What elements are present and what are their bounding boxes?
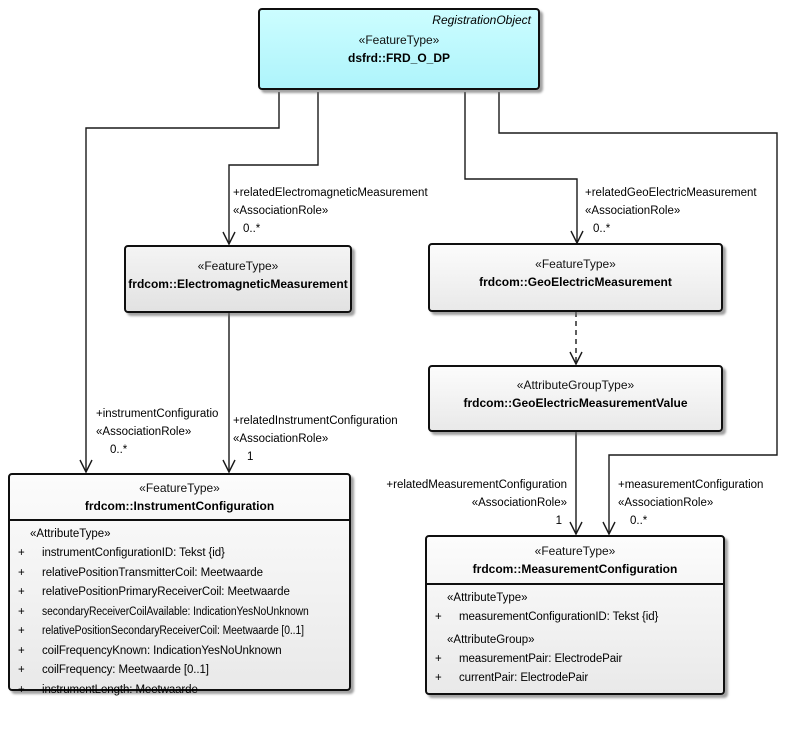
class-stereotype: «AttributeGroupType»	[516, 378, 635, 392]
attribute-row: + coilFrequency: Meetwaarde [0..1]	[16, 661, 347, 681]
association-label-related-measurement-configuration: +relatedMeasurementConfiguration «Associ…	[386, 476, 567, 530]
visibility-marker: +	[435, 652, 442, 665]
role-stereotype: «AssociationRole»	[585, 205, 681, 217]
attribute-row: + instrumentLength: Meetwaarde	[16, 681, 347, 701]
visibility-marker: +	[18, 566, 25, 579]
class-name: frdcom::MeasurementConfiguration	[472, 561, 678, 576]
arrowhead-icon	[222, 231, 236, 246]
visibility-marker: +	[18, 586, 25, 598]
role-stereotype: «AssociationRole»	[618, 497, 714, 509]
class-box-instrument-configuration[interactable]: «FeatureType» frdcom::InstrumentConfigur…	[8, 473, 351, 696]
attribute-text: coilFrequencyKnown: IndicationYesNoUnkno…	[42, 644, 282, 657]
section-heading: «AttributeGroup»	[447, 633, 535, 646]
attribute-text: relativePositionPrimaryReceiverCoil: Mee…	[42, 586, 290, 598]
class-box-electromagnetic-measurement[interactable]: «FeatureType» frdcom::ElectromagneticMea…	[124, 245, 352, 313]
section-heading: «AttributeType»	[30, 528, 111, 540]
association-label-related-electromagnetic: +relatedElectromagneticMeasurement «Asso…	[233, 184, 428, 238]
association-frd-to-electromagnetic-measurement	[228, 92, 319, 244]
multiplicity: 0..*	[593, 223, 611, 235]
arrowhead-icon	[222, 459, 236, 474]
attribute-row: + relativePositionSecondaryReceiverCoil:…	[16, 622, 347, 642]
role-stereotype: «AssociationRole»	[233, 433, 329, 445]
arrowhead-icon	[602, 521, 616, 536]
class-box-geoelectric-measurement[interactable]: «FeatureType» frdcom::GeoElectricMeasure…	[428, 243, 723, 312]
attribute-text: currentPair: ElectrodePair	[459, 672, 589, 684]
attribute-compartment: «AttributeType» + instrumentConfiguratio…	[10, 521, 349, 702]
class-box-measurement-configuration[interactable]: «FeatureType» frdcom::MeasurementConfigu…	[425, 535, 725, 695]
visibility-marker: +	[18, 547, 25, 559]
attribute-row: + measurementConfigurationID: Tekst {id}	[433, 608, 721, 628]
visibility-marker: +	[18, 644, 25, 657]
arrowhead-icon	[569, 521, 583, 536]
role-stereotype: «AssociationRole»	[471, 497, 567, 509]
association-label-instrument-configuration: +instrumentConfiguratio «AssociationRole…	[96, 405, 218, 459]
class-stereotype: «FeatureType»	[139, 480, 220, 495]
class-stereotype: «FeatureType»	[534, 543, 616, 558]
class-box-frd-o-dp[interactable]: RegistrationObject «FeatureType» dsfrd::…	[258, 8, 540, 90]
role-name: +relatedMeasurementConfiguration	[386, 479, 567, 491]
multiplicity: 0..*	[110, 444, 128, 456]
class-name: dsfrd::FRD_O_DP	[347, 50, 450, 65]
attribute-text: coilFrequency: Meetwaarde [0..1]	[42, 664, 209, 676]
attribute-row: + measurementPair: ElectrodePair	[433, 650, 721, 670]
class-name: frdcom::GeoElectricMeasurement	[479, 275, 672, 289]
attribute-row: + currentPair: ElectrodePair	[433, 669, 721, 689]
compartment-divider	[10, 519, 349, 521]
association-frd-to-measurement-configuration	[498, 92, 778, 534]
arrowhead-icon	[79, 459, 93, 474]
attribute-text: measurementConfigurationID: Tekst {id}	[459, 611, 659, 623]
class-stereotype: «FeatureType»	[197, 258, 279, 273]
attribute-row: + relativePositionTransmitterCoil: Meetw…	[16, 564, 347, 584]
multiplicity: 1	[247, 451, 254, 463]
role-name: +measurementConfiguration	[618, 479, 764, 491]
association-label-measurement-configuration: +measurementConfiguration «AssociationRo…	[618, 476, 763, 530]
visibility-marker: +	[18, 625, 25, 637]
attribute-text: relativePositionTransmitterCoil: Meetwaa…	[42, 566, 263, 579]
class-name: frdcom::GeoElectricMeasurementValue	[463, 396, 688, 410]
section-heading: «AttributeType»	[447, 592, 528, 604]
visibility-marker: +	[18, 683, 25, 696]
attribute-text: instrumentLength: Meetwaarde	[42, 683, 198, 696]
role-name: +relatedInstrumentConfiguration	[233, 415, 398, 427]
arrowhead-icon	[569, 351, 583, 366]
visibility-marker: +	[435, 672, 442, 684]
class-stereotype: «FeatureType»	[535, 257, 616, 271]
attribute-text: relativePositionSecondaryReceiverCoil: M…	[42, 625, 304, 637]
attribute-compartment: «AttributeType» + measurementConfigurati…	[427, 585, 723, 691]
role-stereotype: «AssociationRole»	[96, 426, 192, 438]
attribute-text: measurementPair: ElectrodePair	[459, 652, 623, 665]
class-stereotype: «FeatureType»	[358, 32, 440, 47]
compartment-divider	[427, 583, 723, 585]
association-label-related-geoelectric: +relatedGeoElectricMeasurement «Associat…	[585, 184, 757, 238]
class-name: frdcom::ElectromagneticMeasurement	[128, 276, 348, 291]
role-name: +relatedElectromagneticMeasurement	[233, 187, 428, 199]
visibility-marker: +	[18, 605, 25, 618]
attribute-row: + coilFrequencyKnown: IndicationYesNoUnk…	[16, 642, 347, 662]
class-box-geoelectric-measurement-value[interactable]: «AttributeGroupType» frdcom::GeoElectric…	[428, 365, 723, 432]
attribute-row: + instrumentConfigurationID: Tekst {id}	[16, 544, 347, 564]
class-annotation: RegistrationObject	[432, 13, 531, 27]
multiplicity: 0..*	[630, 515, 648, 527]
attribute-text: instrumentConfigurationID: Tekst {id}	[42, 547, 225, 559]
role-stereotype: «AssociationRole»	[233, 205, 329, 217]
role-name: +instrumentConfiguratio	[96, 408, 219, 420]
visibility-marker: +	[18, 664, 25, 676]
class-name: frdcom::InstrumentConfiguration	[84, 498, 275, 513]
role-name: +relatedGeoElectricMeasurement	[585, 187, 757, 199]
visibility-marker: +	[435, 611, 442, 623]
association-frd-to-geoelectric-measurement	[464, 92, 578, 243]
attribute-row: + relativePositionPrimaryReceiverCoil: M…	[16, 583, 347, 603]
attribute-text: secondaryReceiverCoilAvailable: Indicati…	[42, 605, 309, 618]
association-label-related-instrument-configuration: +relatedInstrumentConfiguration «Associa…	[233, 412, 398, 466]
multiplicity: 0..*	[243, 223, 261, 235]
association-frd-to-instrument-configuration	[85, 92, 280, 472]
multiplicity: 1	[555, 515, 562, 527]
attribute-row: + secondaryReceiverCoilAvailable: Indica…	[16, 603, 347, 623]
